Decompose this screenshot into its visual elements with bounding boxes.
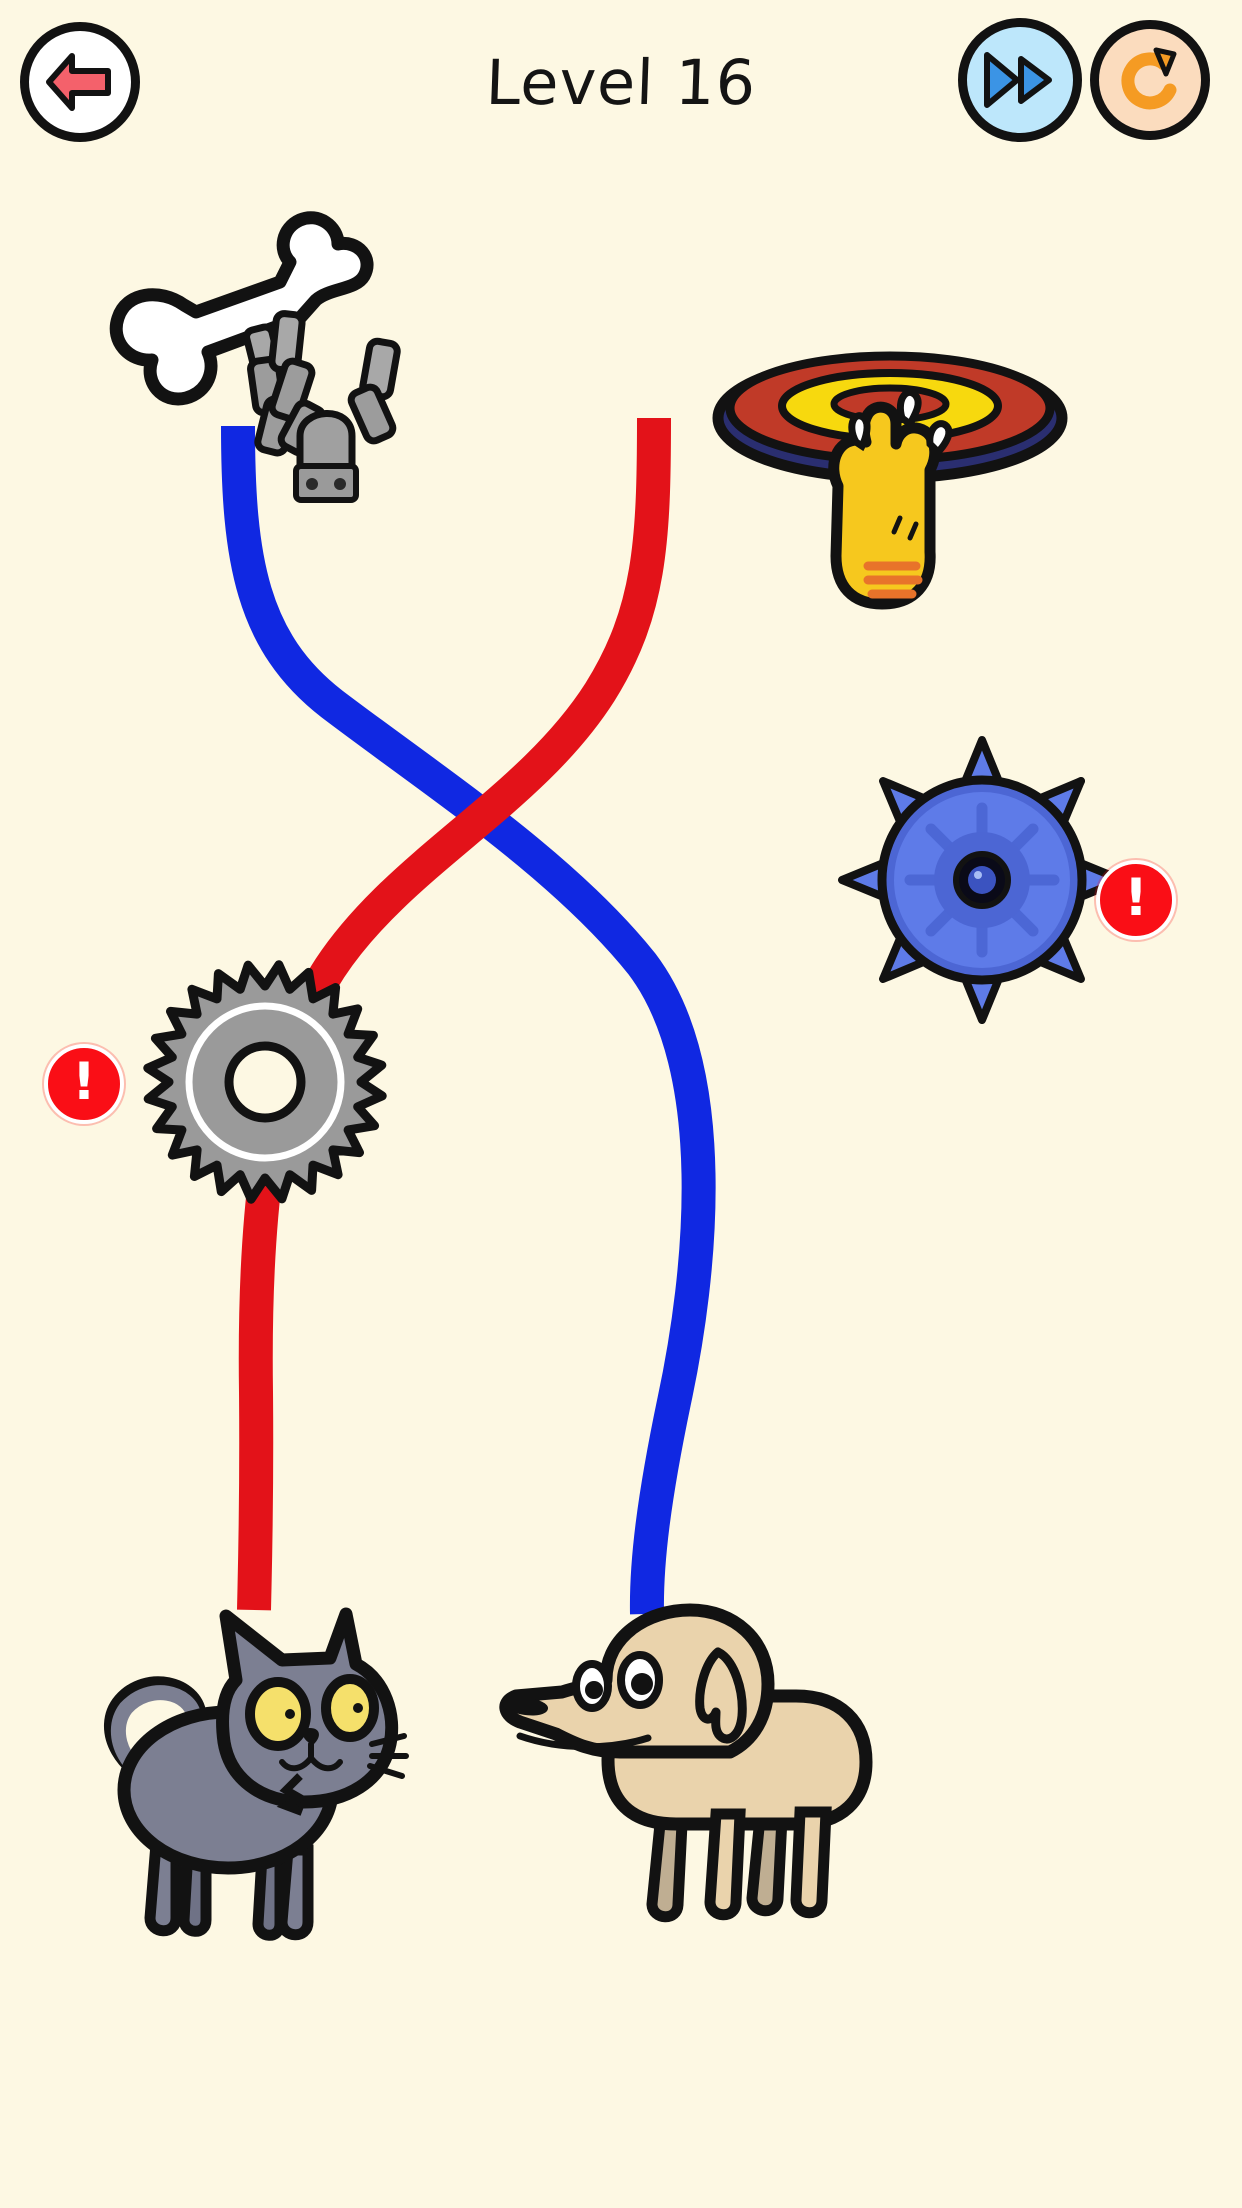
dog [499,1603,873,1923]
page-title: Level 16 [484,46,758,119]
top-bar: Level 16 [0,0,1242,170]
bird-claw-holding-frisbee [712,351,1068,610]
robot-claw-icon [243,310,401,503]
fast-forward-icon [984,52,1052,108]
bone-icon [109,211,374,406]
warning-exclamation-icon: ! [72,1052,96,1112]
skip-button[interactable] [958,18,1082,142]
back-button[interactable] [20,22,140,142]
blue-rope[interactable] [221,425,716,1615]
cat [104,1607,409,1941]
red-rope[interactable] [237,417,671,1611]
spiked-mace-hazard [838,736,1126,1024]
warning-badge-right: ! [1096,860,1176,940]
warning-badge-left: ! [44,1044,124,1124]
left-arrow-icon [46,53,111,111]
warning-exclamation-icon: ! [1124,868,1148,928]
robot-claw-holding-bone [109,211,401,503]
restart-button[interactable] [1090,20,1210,140]
bird-foot-icon [828,389,953,610]
restart-arrow-icon [1121,47,1177,110]
saw-blade-hazard [143,960,387,1204]
